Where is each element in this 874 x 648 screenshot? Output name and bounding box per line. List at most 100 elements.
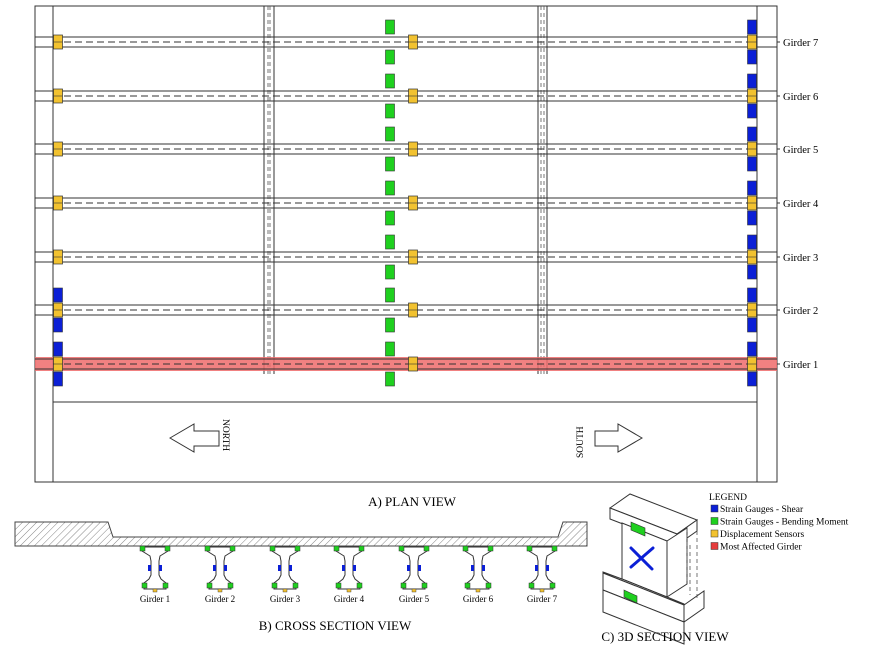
bending-gauge <box>400 582 407 589</box>
legend-label: Strain Gauges - Bending Moment <box>720 518 849 528</box>
shear-gauge <box>747 180 757 196</box>
bending-gauge <box>551 545 558 552</box>
bending-gauge <box>204 545 211 552</box>
cross-section-girder-label: Girder 6 <box>463 594 494 604</box>
shear-gauge <box>747 210 757 226</box>
bending-gauge <box>385 180 395 196</box>
bending-gauge <box>229 545 236 552</box>
bending-gauge <box>385 317 395 333</box>
cross-section-girder: Girder 7 <box>526 545 558 604</box>
girder-label: Girder 1 <box>783 360 818 371</box>
shear-gauge <box>407 565 410 571</box>
deck-slab <box>14 521 588 547</box>
bending-gauge <box>294 545 301 552</box>
cross-section-girder-label: Girder 1 <box>140 594 170 604</box>
shear-gauge <box>418 565 421 571</box>
bending-gauge <box>526 545 533 552</box>
shear-gauge <box>747 126 757 142</box>
cross-section-girder: Girder 5 <box>398 545 430 604</box>
shear-gauge <box>747 73 757 89</box>
shear-gauge <box>53 317 63 333</box>
shear-gauge <box>224 565 227 571</box>
3d-hidden-lines <box>686 528 698 600</box>
girder-label: Girder 3 <box>783 253 818 264</box>
legend-title: LEGEND <box>709 493 747 503</box>
legend-label: Most Affected Girder <box>720 542 802 553</box>
shear-gauge <box>747 234 757 250</box>
bending-gauge <box>385 19 395 35</box>
displacement-sensor <box>282 588 288 593</box>
shear-gauge <box>747 156 757 172</box>
bending-gauge <box>385 234 395 250</box>
displacement-sensor <box>346 588 352 593</box>
bending-gauge <box>358 545 365 552</box>
bending-gauge <box>385 103 395 119</box>
bending-gauge <box>421 582 428 589</box>
shear-gauge <box>471 565 474 571</box>
cross-section-girder-label: Girder 2 <box>205 594 235 604</box>
bending-gauge <box>269 545 276 552</box>
i-girder-shape <box>141 546 169 590</box>
plan-view: Girder 7 Girder 6 Girder 5 Girder 4 Girder 3… <box>34 5 819 509</box>
pier-right <box>537 6 548 374</box>
bending-gauge <box>485 582 492 589</box>
shear-gauge <box>213 565 216 571</box>
girder-label: Girder 4 <box>783 199 819 210</box>
cross-section-girder: Girder 3 <box>269 545 301 604</box>
bending-gauge <box>385 126 395 142</box>
bending-gauge <box>385 156 395 172</box>
cross-section-girder-label: Girder 7 <box>527 594 558 604</box>
cross-section-girder: Girder 1 <box>139 545 171 604</box>
legend-label: Strain Gauges - Shear <box>720 505 804 515</box>
bending-gauge <box>423 545 430 552</box>
bending-gauge <box>271 582 278 589</box>
shear-gauge <box>278 565 281 571</box>
bending-gauge <box>385 264 395 280</box>
bending-gauge <box>464 582 471 589</box>
shear-gauge <box>53 341 63 357</box>
shear-gauge <box>747 103 757 119</box>
cross-section-girder: Girder 6 <box>462 545 494 604</box>
south-label: SOUTH <box>576 426 586 458</box>
shear-gauge <box>482 565 485 571</box>
bending-gauge <box>487 545 494 552</box>
bending-gauge <box>335 582 342 589</box>
legend-swatch <box>710 517 719 525</box>
pier-left <box>263 6 275 374</box>
bending-gauge <box>139 545 146 552</box>
i-girder-shape <box>271 546 299 590</box>
plan-deck-outline <box>34 5 778 483</box>
shear-gauge <box>53 287 63 303</box>
shear-gauge <box>747 264 757 280</box>
cross-section-girder-label: Girder 5 <box>399 594 430 604</box>
shear-gauge <box>353 565 356 571</box>
bending-gauge <box>292 582 299 589</box>
girder-label: Girder 2 <box>783 306 818 317</box>
girder-lines <box>35 36 777 371</box>
displacement-sensor <box>217 588 223 593</box>
bending-gauge <box>141 582 148 589</box>
bending-gauge <box>206 582 213 589</box>
bending-gauge <box>462 545 469 552</box>
shear-gauge <box>342 565 345 571</box>
3d-section-caption: C) 3D SECTION VIEW <box>601 629 729 644</box>
3d-bending-gauge-top <box>630 521 646 537</box>
i-girder-shape <box>528 546 556 590</box>
girder-label: Girder 6 <box>783 92 818 103</box>
cross-section-girders: Girder 1 Girder 2 Girder 3 Girder 4 Girder 5… <box>139 545 558 604</box>
south-arrow: SOUTH <box>576 423 643 458</box>
cross-section-girder: Girder 4 <box>333 545 365 604</box>
legend-swatch <box>710 542 719 550</box>
i-girder-shape <box>400 546 428 590</box>
legend-swatch <box>710 529 719 538</box>
shear-gauge <box>148 565 151 571</box>
cross-section-caption: B) CROSS SECTION VIEW <box>259 618 412 633</box>
i-girder-shape <box>464 546 492 590</box>
shear-gauge <box>535 565 538 571</box>
bending-gauge <box>385 287 395 303</box>
bending-gauge <box>549 582 556 589</box>
girder-label: Girder 7 <box>783 38 818 49</box>
girder-label: Girder 5 <box>783 145 818 156</box>
